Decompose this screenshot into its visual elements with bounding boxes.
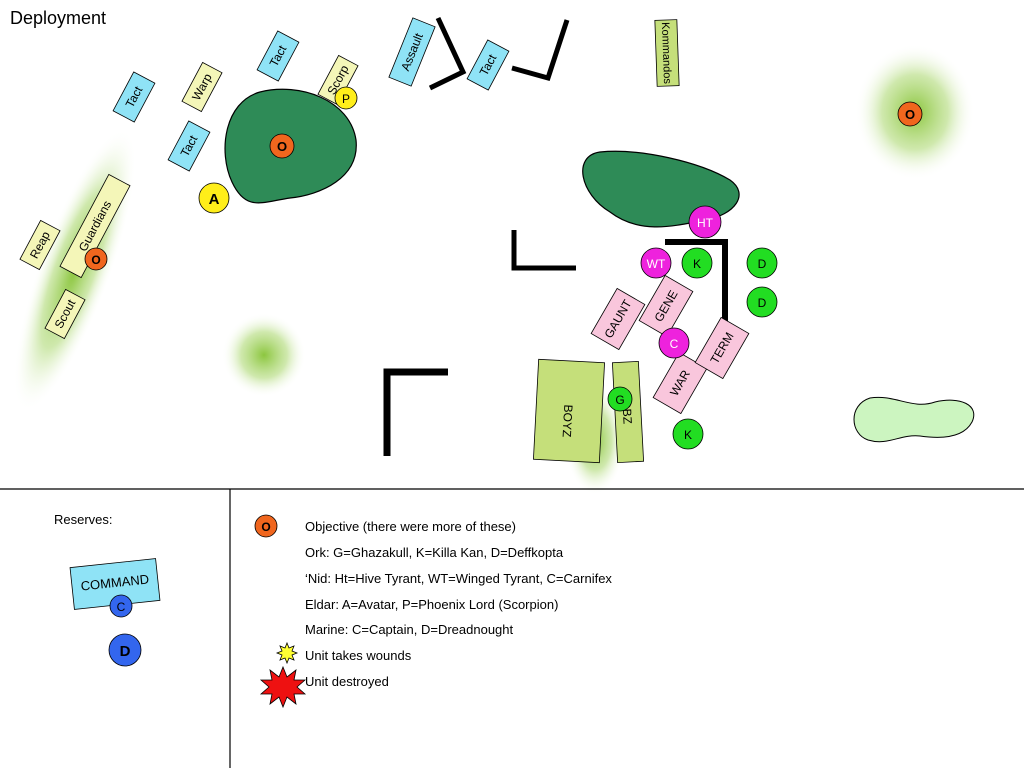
marker-letter: P	[342, 92, 350, 106]
nid-genestealers[interactable]: GENE	[638, 274, 694, 338]
marine-command-squad[interactable]: COMMAND	[69, 558, 161, 610]
marker-letter: C	[670, 337, 679, 351]
legend-swatch-letter: O	[261, 520, 270, 534]
objective-letter: O	[91, 253, 100, 267]
destroyed-burst-icon	[259, 665, 307, 709]
unit-label: COMMAND	[80, 571, 150, 593]
captain-marker[interactable]: C	[109, 594, 133, 618]
marker-letter: D	[758, 257, 767, 271]
legend-objective-swatch: O	[254, 514, 278, 538]
objective-marker[interactable]: O	[84, 247, 108, 271]
eldar-scouts[interactable]: Scout	[44, 288, 86, 340]
objective-letter: O	[905, 107, 915, 122]
objective-marker[interactable]: O	[897, 101, 923, 127]
wall-terrain	[383, 368, 448, 456]
nid-gaunts[interactable]: GAUNT	[590, 287, 646, 351]
legend-wounds-text: Unit takes wounds	[305, 648, 412, 663]
marker-letter: C	[117, 600, 126, 614]
dreadnought-marker[interactable]: D	[108, 633, 142, 667]
crater-terrain	[222, 313, 306, 397]
marine-tactical-squad[interactable]: Tact	[466, 39, 510, 91]
objective-marker[interactable]: O	[269, 133, 295, 159]
killa-kan-marker[interactable]: K	[672, 418, 704, 450]
ork-deff-boyz[interactable]: DBZ	[611, 360, 645, 464]
winged-tyrant-marker[interactable]: WT	[640, 247, 672, 279]
carnifex-marker[interactable]: C	[658, 327, 690, 359]
legend-marine-text: Marine: C=Captain, D=Dreadnought	[305, 622, 514, 637]
marker-letter: D	[120, 643, 131, 660]
objective-letter: O	[277, 139, 287, 154]
legend-eldar-text: Eldar: A=Avatar, P=Phoenix Lord (Scorpio…	[305, 597, 558, 612]
marker-letter: HT	[697, 216, 714, 230]
marker-letter: G	[615, 393, 624, 407]
marker-letter: K	[684, 428, 692, 442]
deffkopta-marker[interactable]: D	[746, 286, 778, 318]
marine-tactical-squad[interactable]: Tact	[256, 30, 300, 82]
marker-letter: D	[758, 296, 767, 310]
hill-terrain	[853, 396, 975, 443]
ork-boyz[interactable]: BOYZ	[533, 358, 605, 464]
legend-nid-text: ‘Nid: Ht=Hive Tyrant, WT=Winged Tyrant, …	[305, 571, 612, 586]
avatar-marker[interactable]: A	[198, 182, 230, 214]
killa-kan-marker[interactable]: K	[681, 247, 713, 279]
marker-letter: WT	[647, 257, 666, 271]
ork-kommandos[interactable]: Kommandos	[654, 19, 680, 87]
legend-ork-text: Ork: G=Ghazakull, K=Killa Kan, D=Deffkop…	[305, 545, 564, 560]
wall-terrain	[665, 239, 728, 325]
unit-label: Kommandos	[659, 22, 673, 85]
legend-objective-text: Objective (there were more of these)	[305, 519, 516, 534]
ghazakull-marker[interactable]: G	[607, 386, 633, 412]
marine-assault-squad[interactable]: Assault	[388, 17, 436, 87]
wall-terrain	[511, 19, 570, 82]
marker-letter: K	[693, 257, 701, 271]
legend: O Objective (there were more of these) O…	[254, 514, 612, 709]
marine-terminators[interactable]: TERM	[694, 316, 750, 380]
page-title: Deployment	[10, 8, 106, 28]
deffkopta-marker[interactable]: D	[746, 247, 778, 279]
wounds-burst-icon	[275, 641, 299, 665]
marker-letter: A	[209, 191, 220, 208]
legend-destroyed-text: Unit destroyed	[305, 674, 389, 689]
marine-tactical-squad[interactable]: Tact	[167, 120, 211, 172]
phoenix-lord-marker[interactable]: P	[334, 86, 358, 110]
wall-terrain	[428, 16, 467, 91]
unit-label: BOYZ	[560, 404, 576, 437]
reserves-label: Reserves:	[54, 512, 113, 527]
nid-warriors[interactable]: WAR	[652, 351, 708, 415]
marine-tactical-squad[interactable]: Tact	[112, 71, 156, 123]
eldar-warp-spiders[interactable]: Warp	[181, 61, 223, 113]
wall-terrain	[511, 230, 576, 271]
hive-tyrant-marker[interactable]: HT	[688, 205, 722, 239]
